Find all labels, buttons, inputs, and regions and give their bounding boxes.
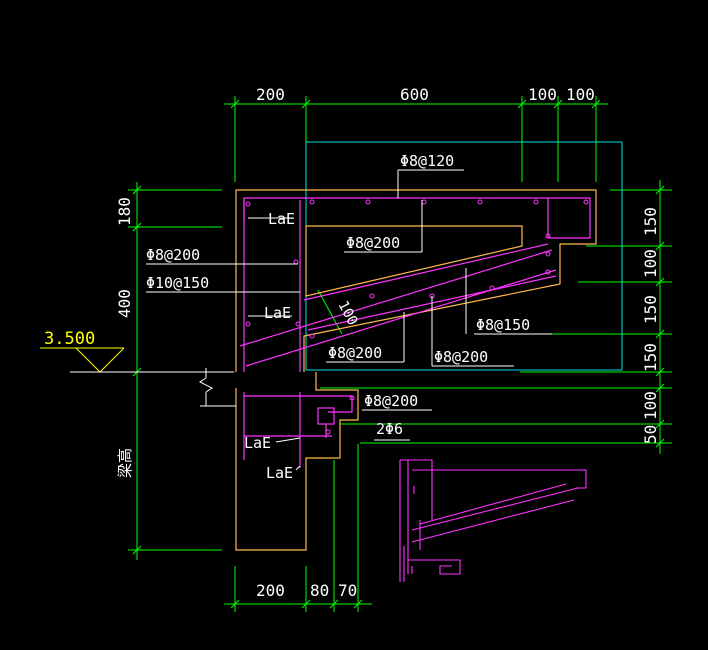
dim-right-6: 50 bbox=[641, 425, 660, 444]
beam-height-label: 梁高 bbox=[116, 448, 134, 478]
concrete-outline bbox=[235, 189, 597, 551]
rebar-dots bbox=[245, 199, 589, 435]
left-bar-label: Φ8@200 bbox=[146, 246, 200, 264]
rebar-lines bbox=[239, 197, 591, 468]
beam-stirrup-label: Φ8@200 bbox=[364, 392, 418, 410]
dim-right-4: 150 bbox=[641, 343, 660, 372]
dim-top-3: 100 bbox=[528, 85, 557, 104]
bottom-bar-left-label: Φ8@200 bbox=[328, 344, 382, 362]
break-line bbox=[199, 368, 236, 407]
dimension-lines bbox=[128, 96, 672, 612]
lae-label-4: LaE bbox=[266, 464, 293, 482]
top-bar-label: Φ8@120 bbox=[400, 152, 454, 170]
dim-bottom-2: 80 bbox=[310, 581, 329, 600]
dim-top-1: 200 bbox=[256, 85, 285, 104]
dim-left-1: 180 bbox=[115, 197, 134, 226]
lae-label-2: LaE bbox=[264, 304, 291, 322]
lae-label-1: LaE bbox=[268, 210, 295, 228]
bottom-bar-right-label: Φ8@200 bbox=[434, 348, 488, 366]
elevation-label: 3.500 bbox=[44, 329, 95, 349]
lae-label-3: LaE bbox=[244, 434, 271, 452]
dim-top-2: 600 bbox=[400, 85, 429, 104]
leader-lines bbox=[146, 169, 552, 471]
dim-right-1: 150 bbox=[641, 207, 660, 236]
dim-bottom-3: 70 bbox=[338, 581, 357, 600]
dim-top-4: 100 bbox=[566, 85, 595, 104]
dim-right-2: 100 bbox=[641, 249, 660, 278]
elevation-mark bbox=[40, 347, 234, 373]
slope-bar-label: Φ8@150 bbox=[476, 316, 530, 334]
reference-sketch bbox=[399, 459, 587, 582]
dim-left-2: 400 bbox=[115, 289, 134, 318]
boundary-box bbox=[305, 141, 623, 371]
beam-bars-label: 2Φ6 bbox=[376, 420, 403, 438]
dim-right-5: 100 bbox=[641, 391, 660, 420]
dim-bottom-1: 200 bbox=[256, 581, 285, 600]
inner-stirrup-label: Φ8@200 bbox=[346, 234, 400, 252]
dim-right-3: 150 bbox=[641, 295, 660, 324]
left-bar2-label: Φ10@150 bbox=[146, 274, 209, 292]
